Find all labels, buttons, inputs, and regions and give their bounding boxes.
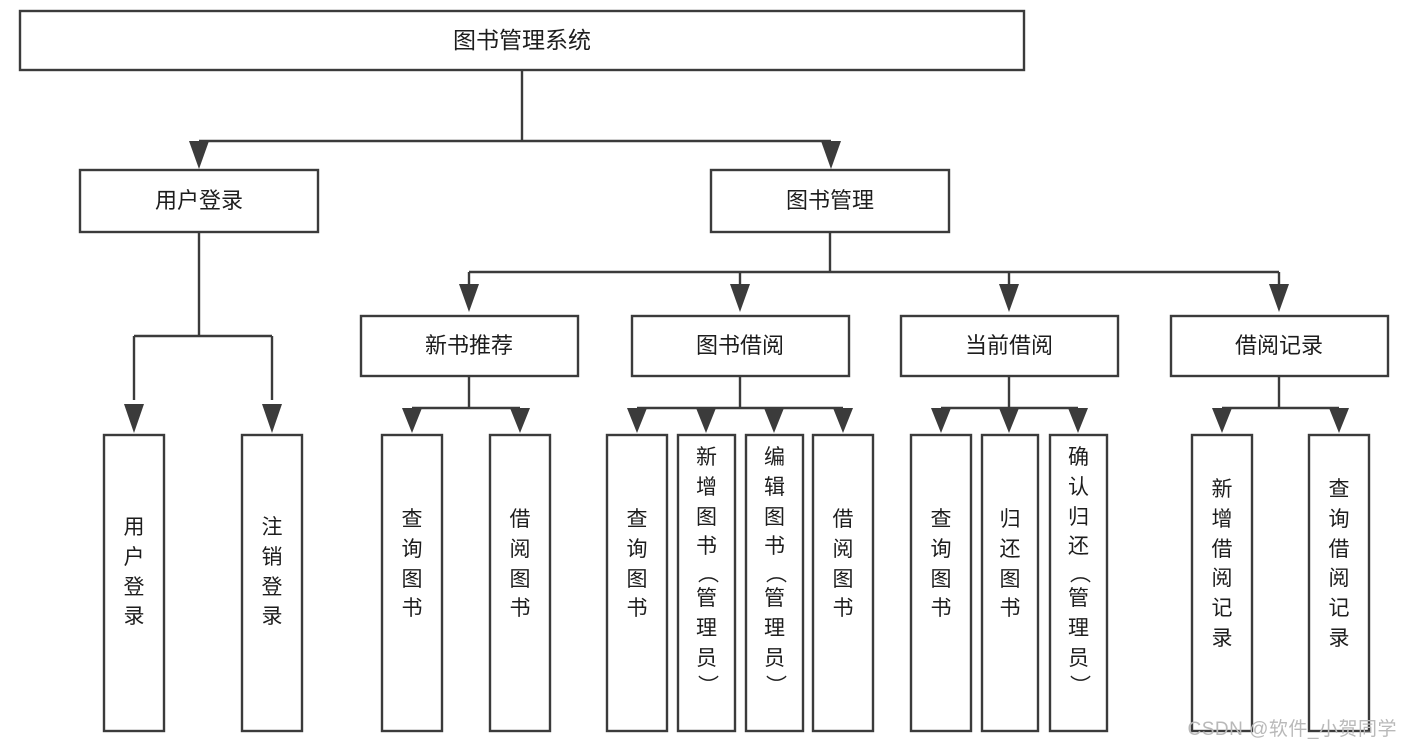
node-user-login[interactable]: 用户登录	[78, 168, 320, 234]
arrow-head-bookborrow-leaf-3	[764, 408, 784, 433]
node-current-borrow[interactable]: 当前借阅	[899, 314, 1120, 378]
node-user-login-label: 用户登录	[155, 188, 243, 213]
watermark: CSDN @软件_小贺同学	[1187, 719, 1397, 740]
leaf-box-borrow-record-2[interactable]	[1307, 433, 1371, 733]
arrow-head-user-leaf-1	[124, 404, 144, 433]
arrow-head-user-leaf-2	[262, 404, 282, 433]
arrow-head-newbook-leaf-1	[402, 408, 422, 433]
node-borrow-record-label: 借阅记录	[1235, 333, 1323, 358]
arrow-head-bookborrow-leaf-1	[627, 408, 647, 433]
arrow-head-to-book-borrow	[730, 284, 750, 312]
leaf-box-current-borrow-3[interactable]	[1048, 433, 1109, 733]
arrow-head-to-current-borrow	[999, 284, 1019, 312]
arrow-head-currentborrow-leaf-3	[1068, 408, 1088, 433]
arrow-head-borrowrecord-leaf-2	[1329, 408, 1349, 433]
node-book-manage-label: 图书管理	[786, 188, 874, 213]
arrow-head-currentborrow-leaf-2	[999, 408, 1019, 433]
leaf-box-new-book-1[interactable]	[380, 433, 444, 733]
leaf-box-user-login-2[interactable]	[240, 433, 304, 733]
node-new-book-label: 新书推荐	[425, 333, 513, 358]
arrow-head-bookborrow-leaf-2	[696, 408, 716, 433]
node-root-label: 图书管理系统	[453, 27, 591, 53]
node-root[interactable]: 图书管理系统	[18, 9, 1026, 72]
leaf-box-book-borrow-2[interactable]	[676, 433, 737, 733]
leaf-box-user-login-1[interactable]	[102, 433, 166, 733]
leaf-box-current-borrow-1[interactable]	[909, 433, 973, 733]
arrow-head-currentborrow-leaf-1	[931, 408, 951, 433]
leaf-box-book-borrow-3[interactable]	[744, 433, 805, 733]
arrow-head-to-borrow-record	[1269, 284, 1289, 312]
arrow-head-to-new-book	[459, 284, 479, 312]
node-new-book[interactable]: 新书推荐	[359, 314, 580, 378]
leaf-box-new-book-2[interactable]	[488, 433, 552, 733]
node-book-manage[interactable]: 图书管理	[709, 168, 951, 234]
arrow-head-bookborrow-leaf-4	[833, 408, 853, 433]
leaf-box-current-borrow-2[interactable]	[980, 433, 1040, 733]
node-current-borrow-label: 当前借阅	[965, 333, 1053, 358]
leaf-box-book-borrow-1[interactable]	[605, 433, 669, 733]
leaf-box-book-borrow-4[interactable]	[811, 433, 875, 733]
leaf-box-borrow-record-1[interactable]	[1190, 433, 1254, 733]
arrow-head-newbook-leaf-2	[510, 408, 530, 433]
arrow-head-borrowrecord-leaf-1	[1212, 408, 1232, 433]
node-borrow-record[interactable]: 借阅记录	[1169, 314, 1390, 378]
arrow-head-to-user-login	[189, 141, 209, 169]
node-book-borrow[interactable]: 图书借阅	[630, 314, 851, 378]
arrow-head-to-book-manage	[821, 141, 841, 169]
node-book-borrow-label: 图书借阅	[696, 333, 784, 358]
